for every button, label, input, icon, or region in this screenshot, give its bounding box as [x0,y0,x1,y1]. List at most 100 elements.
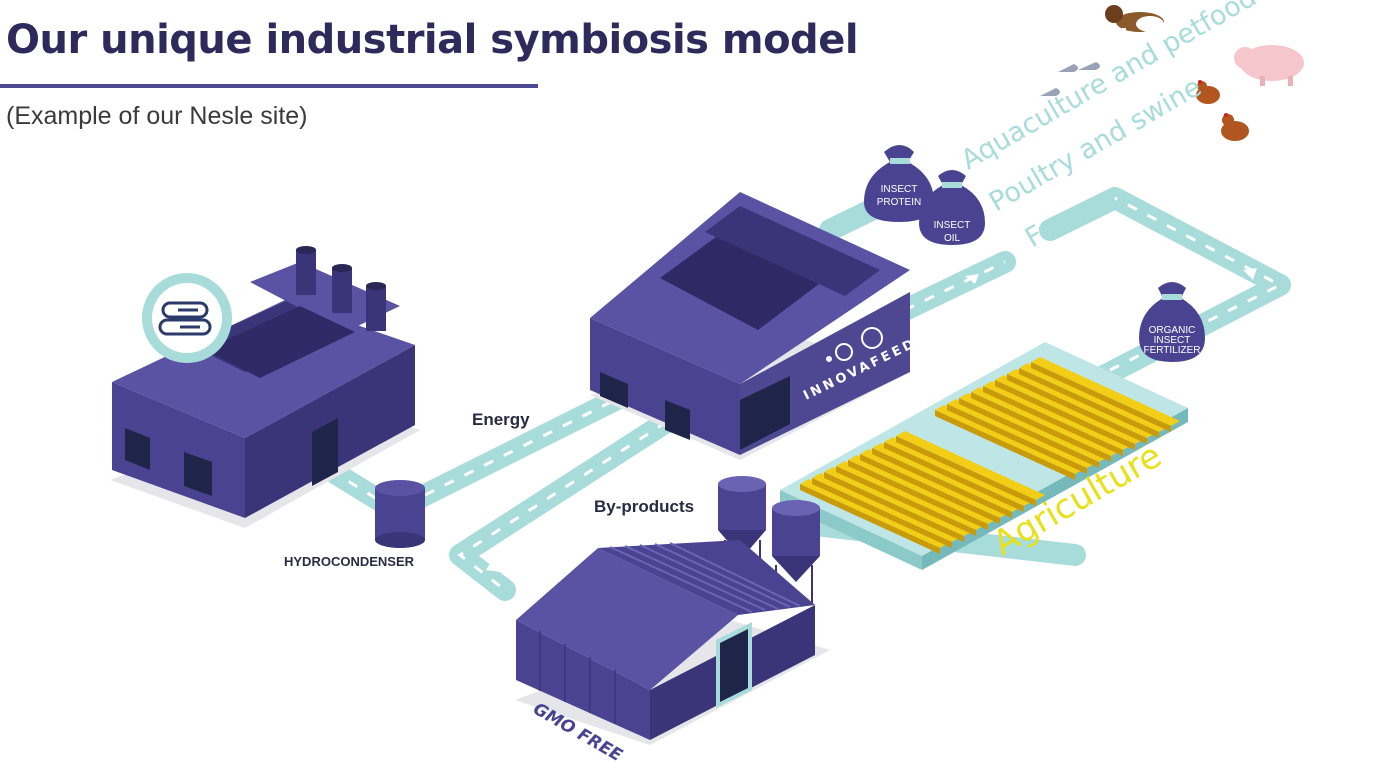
crop-row-side [1019,368,1159,438]
brand-logo-icon [826,327,883,362]
frass-label: Frass [1020,193,1096,255]
chimney-top [332,264,352,272]
chimney [366,286,386,331]
bag-label: OIL [944,233,961,244]
arrow-icon [486,560,500,572]
factory-door [665,400,690,440]
chimney [332,268,352,313]
crop-row-side [1007,374,1147,444]
arrow-icon [1243,268,1257,280]
by-products-label: By-products [594,497,694,516]
barn-front-left [516,620,650,740]
insect-oil-bag: INSECT OIL [919,170,985,245]
bag-label: INSECT [1154,335,1191,346]
gmo-free-barn: GMO FREE [515,540,830,766]
dog-icon [1105,5,1164,46]
crop-row-side [812,478,952,548]
power-plant [110,246,420,528]
crop-row [1019,363,1168,432]
chimney-top [366,282,386,290]
agriculture-field [780,342,1188,570]
crop-row-side [935,410,1075,480]
crop-row [935,405,1084,474]
bag-label: ORGANIC [1149,325,1196,336]
barn-roof-stripes [609,542,801,613]
insect-bag-icon [864,145,934,222]
silos [718,476,820,605]
bag-label: PROTEIN [877,197,921,208]
insect-protein-bag: INSECT PROTEIN [864,145,934,222]
crop-row [884,437,1033,506]
crop-row [848,455,997,524]
crop-row-side [959,398,1099,468]
bag-tie [890,158,910,164]
crop-row-side [824,472,964,542]
crop-row [824,467,973,536]
crop-row [959,393,1108,462]
bag-label: INSECT [934,220,971,231]
hydrocondenser-body [375,488,425,540]
factory-roof-ridge [705,206,880,296]
crop-row [812,473,961,542]
pig-icon [1234,45,1304,86]
arrow-icon [965,274,979,284]
logs-icon [158,301,212,336]
crop-row [947,399,1096,468]
insect-bag-icon [1139,282,1205,362]
crop-row [983,381,1132,450]
plant-door [184,452,212,496]
insect-bag-icon [919,170,985,245]
crop-row-side [947,404,1087,474]
factory-front-left [590,318,740,455]
factory-door [600,372,628,408]
crop-row-side [995,380,1135,450]
path-energy-dashes [329,393,626,512]
flow-dashes [329,196,1284,592]
hydrocondenser [375,480,425,548]
path-exit-dashes [904,260,1006,312]
page-title: Our unique industrial symbiosis model [6,17,859,63]
plant-solar-panel [205,306,355,378]
crop-row [872,443,1021,512]
crop-row-side [872,448,1012,518]
hydrocondenser-top [375,480,425,496]
plant-door [125,428,150,470]
crop-row [836,461,985,530]
crop-row-side [836,466,976,536]
plant-door [312,418,338,486]
bag-label: INSECT [881,184,918,195]
title-underline [0,84,538,88]
chicken-icon [1196,80,1220,104]
crop-row [971,387,1120,456]
silo [772,500,820,605]
barn-roof-left [516,548,738,690]
crop-row [1031,357,1180,426]
plant-upper-block [250,262,400,332]
hydrocondenser-bottom [375,532,425,548]
organic-fertilizer-bag: ORGANIC INSECT FERTILIZER [1139,282,1205,362]
barn-door [720,629,748,702]
crop-row [995,375,1144,444]
crop-row-side [1031,362,1171,432]
flow-arrows [486,268,1257,572]
hydrocondenser-label: HYDROCONDENSER [284,554,415,569]
bag-label: FERTILIZER [1143,345,1200,356]
path-byproducts-dashes [457,408,686,592]
chicken-icon [1221,113,1249,141]
bag-tie [942,182,962,188]
innovafeed-factory: INNOVAFEED [590,192,919,460]
crop-row [800,479,949,548]
crop-row [860,449,1009,518]
crop-row [896,431,1045,500]
crop-row-side [860,454,1000,524]
chimney [296,250,316,295]
fish-icon [1040,62,1100,96]
crop-row-side [800,484,940,554]
factory-door [740,376,790,450]
crop-row-side [884,442,1024,512]
chimney-top [296,246,316,254]
crop-row-side [848,460,988,530]
bag-tie [1162,294,1182,300]
page-subtitle: (Example of our Nesle site) [6,102,308,130]
